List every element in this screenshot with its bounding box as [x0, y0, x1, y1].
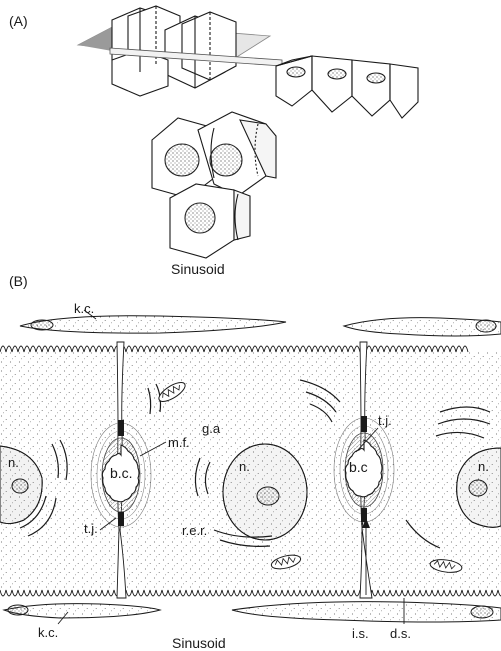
kupffer-cell-bottom-left	[2, 603, 162, 619]
label-intercellular-space: i.s.	[352, 626, 369, 641]
panel-a-caption: Sinusoid	[171, 261, 225, 277]
microvilli-bottom	[0, 589, 501, 597]
nucleus-center	[222, 443, 308, 541]
panel-a-cells	[76, 5, 419, 259]
section-plane-tip	[78, 24, 118, 52]
nucleus-right	[456, 447, 501, 528]
label-microfilaments: m.f.	[168, 435, 190, 450]
bile-canaliculus-right	[333, 416, 395, 523]
kupffer-cell-bottom-right	[231, 601, 501, 623]
panel-b-caption: Sinusoid	[172, 635, 226, 651]
label-rough-er: r.e.r.	[182, 523, 208, 538]
nucleus-left	[0, 445, 43, 525]
panel-b	[0, 309, 501, 625]
label-kc-bottom: k.c.	[38, 625, 59, 640]
cell-cluster-sinusoid	[151, 111, 277, 259]
leader-lines	[57, 309, 405, 625]
label-golgi: g.a	[202, 421, 221, 436]
rough-er-arcs	[19, 379, 491, 549]
kupffer-cell-top-right	[342, 317, 501, 337]
label-kc-top: k.c.	[74, 301, 95, 316]
microvilli-top	[0, 345, 469, 353]
label-nucleus-left: n.	[8, 455, 19, 470]
label-tight-junction-left: t.j.	[84, 521, 98, 536]
label-nucleus-center: n.	[239, 459, 250, 474]
label-bile-canaliculus-right: b.c	[349, 459, 368, 475]
mitochondria	[158, 382, 463, 573]
bile-canaliculus-left	[90, 420, 152, 528]
label-disse-space: d.s.	[390, 626, 411, 641]
label-tight-junction-right: t.j.	[378, 413, 392, 428]
kupffer-cell-top-left	[19, 315, 287, 334]
panel-a-label: (A)	[9, 13, 28, 29]
label-bile-canaliculus-left: b.c.	[110, 465, 133, 481]
panel-b-label: (B)	[9, 273, 28, 289]
cell-row-right	[275, 55, 419, 119]
label-nucleus-right: n.	[478, 459, 489, 474]
